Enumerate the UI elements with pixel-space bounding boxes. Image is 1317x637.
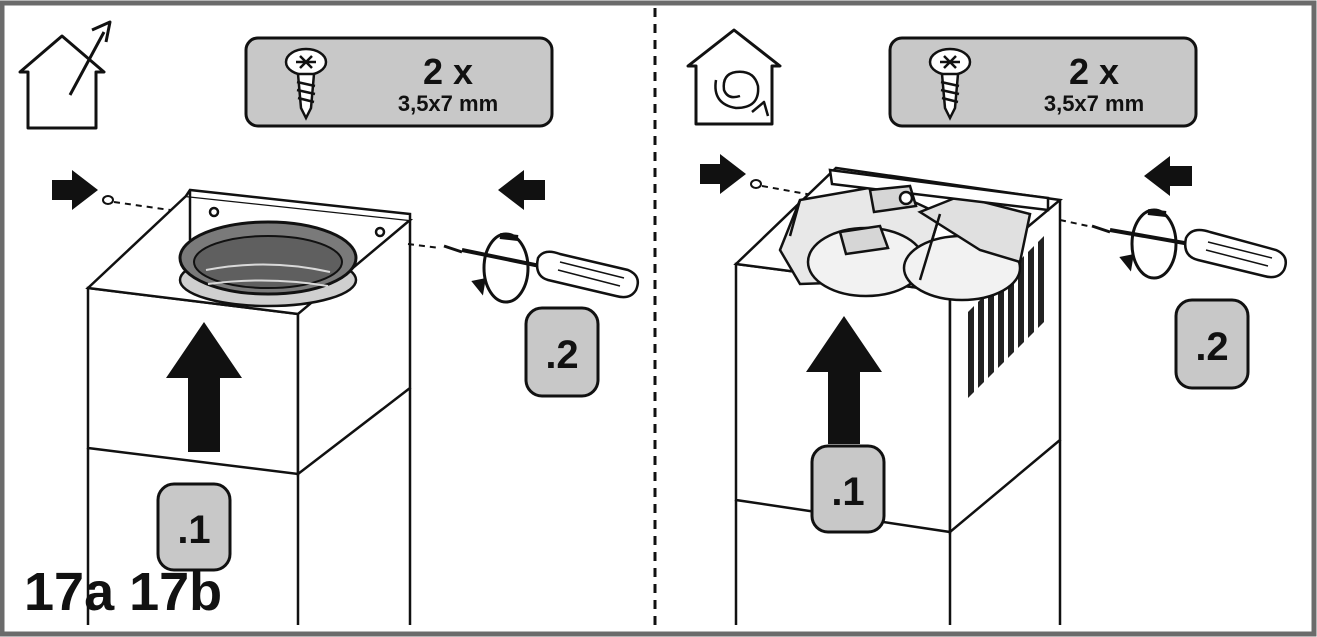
step-2-label: .2 [1195, 325, 1228, 369]
screw-count: 2 x [423, 51, 473, 92]
screw-size: 3,5x7 mm [1044, 91, 1144, 116]
step-badge-2: .2 [524, 306, 600, 398]
screw-icon [284, 47, 328, 121]
screw-count: 2 x [1069, 51, 1119, 92]
screwdriver-icon [1059, 219, 1287, 279]
panel-ducted: 2 x 3,5x7 mm [18, 20, 639, 625]
step-badge-1: .1 [156, 482, 232, 572]
house-recirculation-icon [686, 28, 782, 126]
step-1-label: .1 [177, 508, 210, 552]
screw-icon [928, 47, 972, 121]
panel-recirculation: 2 x 3,5x7 mm [686, 28, 1287, 625]
push-arrow-left-icon [1144, 156, 1192, 196]
duct-collar [178, 220, 358, 308]
step-badge-2: .2 [1174, 298, 1250, 390]
figure-label: 17a 17b [24, 562, 222, 622]
step-1-label: .1 [831, 470, 864, 514]
screw-info-box: 2 x 3,5x7 mm [888, 36, 1198, 128]
push-arrow-right-icon [52, 170, 98, 210]
step-badge-1: .1 [810, 444, 886, 534]
screwdriver-icon [407, 243, 639, 299]
lift-up-arrow-icon [806, 316, 882, 444]
push-arrow-left-icon [498, 170, 545, 210]
house-exhaust-arrow-icon [18, 20, 112, 130]
screw-size: 3,5x7 mm [398, 91, 498, 116]
push-arrow-right-icon [700, 154, 746, 194]
rotate-clockwise-icon [471, 232, 530, 304]
screw-info-box: 2 x 3,5x7 mm [244, 36, 554, 128]
step-2-label: .2 [545, 333, 578, 377]
fan-motor-assembly [778, 168, 1050, 302]
vent-louvers [968, 236, 1044, 398]
rotate-clockwise-icon [1119, 208, 1178, 280]
lift-up-arrow-icon [166, 322, 242, 452]
